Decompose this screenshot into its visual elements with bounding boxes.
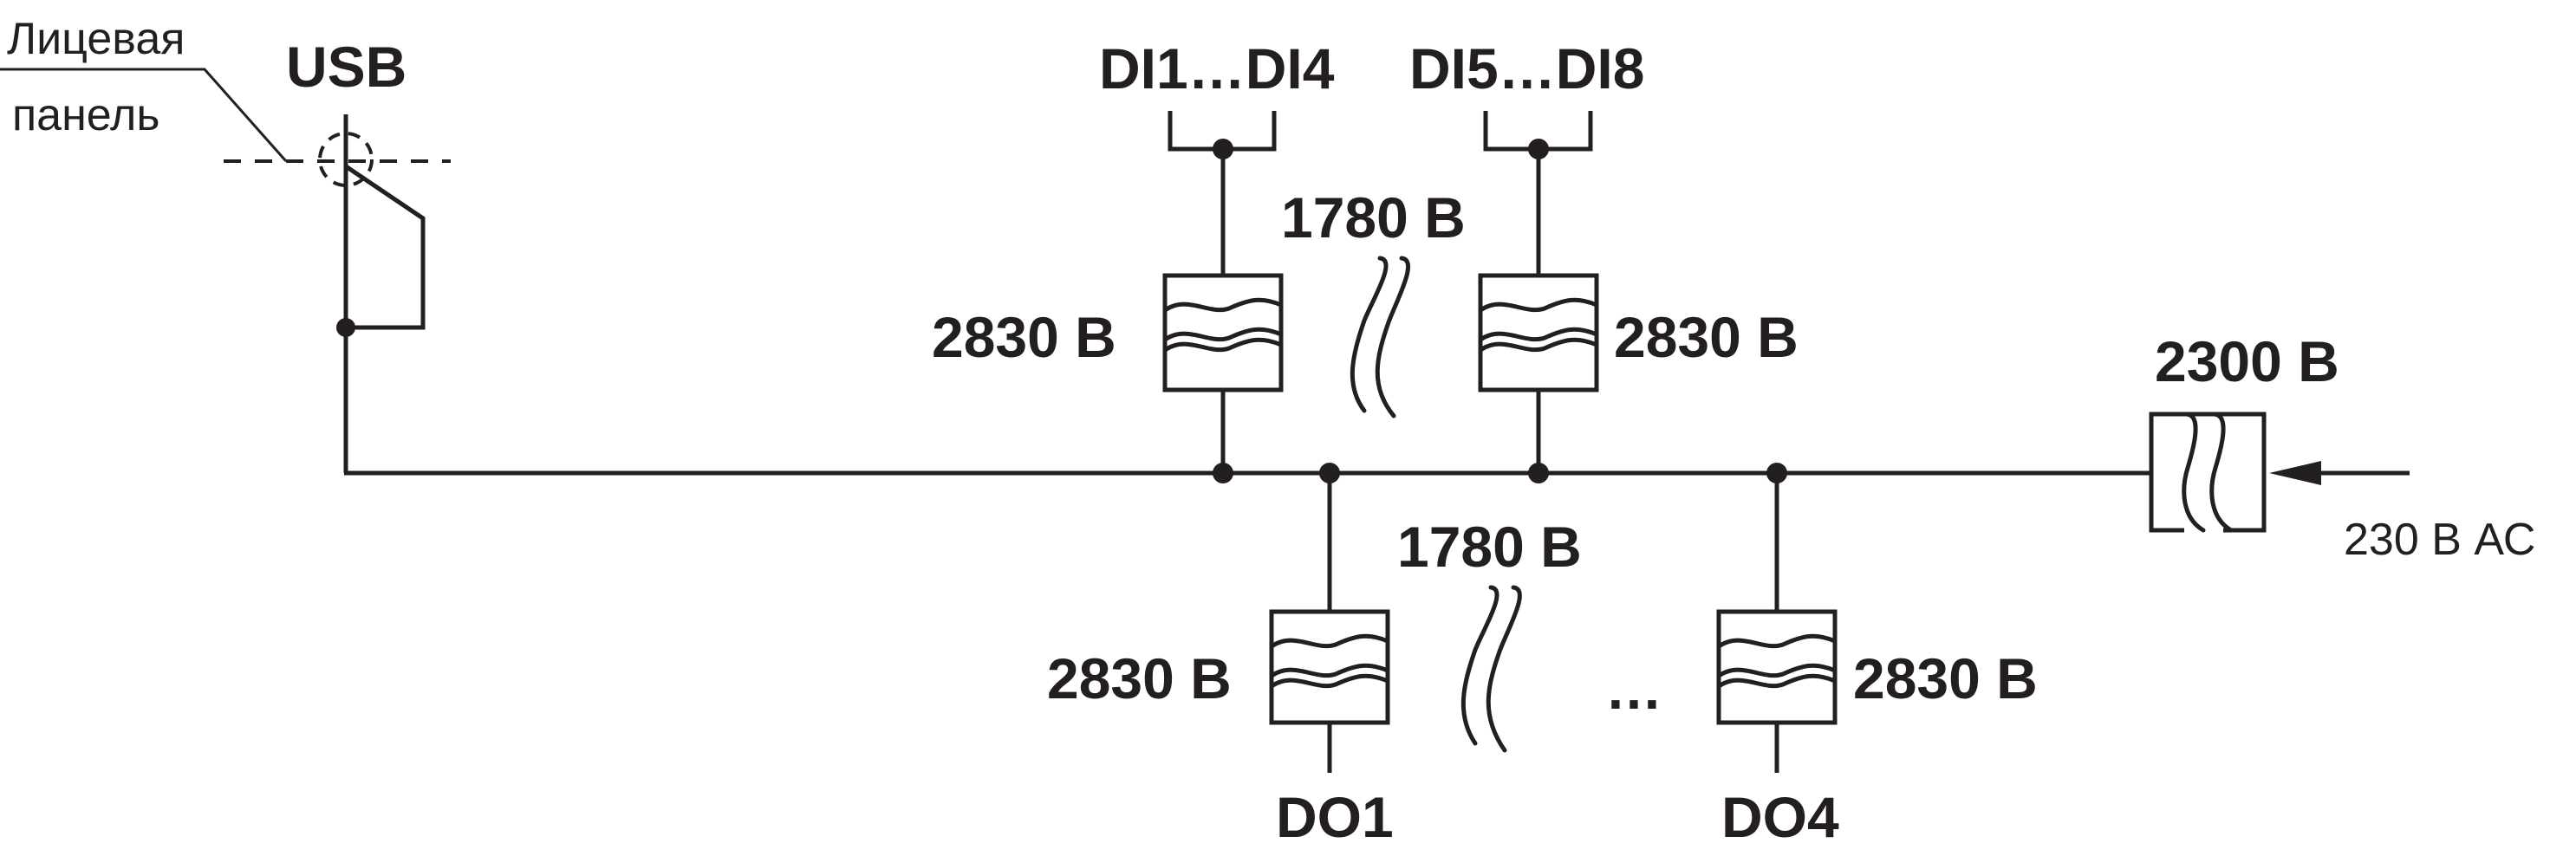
do-1-isolation-label: 2830 В	[1047, 646, 1232, 710]
usb-connector-circle	[318, 132, 374, 187]
di-inter-isolation-wave-right	[1375, 256, 1411, 418]
di-group-2-isolation-label: 2830 В	[1614, 305, 1799, 369]
do-4-isolator-wave-top	[1717, 633, 1836, 649]
usb-port: USB	[286, 35, 426, 473]
di-group-1-label: DI1…DI4	[1099, 36, 1335, 101]
di-group-1-isolator-wave-top	[1163, 297, 1282, 313]
power-input-label: 230 В АС	[2344, 515, 2535, 565]
do-1-isolator-wave-mid	[1270, 663, 1389, 678]
di-group-2-isolator-wave-top	[1479, 297, 1597, 313]
di-inter-isolation: 1780 В	[1281, 185, 1466, 418]
power-isolator-right-bracket	[2223, 412, 2267, 533]
power-isolator-wave-right	[2209, 412, 2234, 533]
front-panel-callout: Лицевая панель	[0, 14, 451, 163]
power-isolation: 2300 В 230 В АС	[2149, 329, 2535, 565]
power-isolator-wave-left	[2182, 412, 2206, 533]
di-group-2-isolator-wave-bottom	[1479, 337, 1597, 353]
do-4-isolation-label: 2830 В	[1853, 646, 2038, 710]
do-inter-isolation: 1780 В	[1397, 515, 1582, 753]
usb-shield-path	[344, 164, 426, 330]
di-group-1-isolator-wave-bottom	[1163, 337, 1282, 353]
do-ellipsis: …	[1605, 657, 1662, 721]
front-panel-leader-line	[0, 68, 288, 162]
do-inter-isolation-wave-right	[1486, 585, 1522, 753]
do-1-label: DO1	[1276, 785, 1394, 849]
front-panel-label-line1: Лицевая	[7, 14, 185, 64]
di-inter-isolation-wave-left	[1350, 256, 1389, 413]
do-inter-isolation-wave-left	[1460, 585, 1499, 746]
do-4-isolator-wave-mid	[1717, 663, 1836, 678]
front-panel-label-line2: панель	[12, 90, 159, 140]
di-group-2-label: DI5…DI8	[1409, 36, 1644, 101]
di-group-1-isolator-wave-mid	[1163, 327, 1282, 342]
do-4-isolator-wave-bottom	[1717, 673, 1836, 689]
do-4: 2830 В DO4	[1716, 473, 2038, 849]
power-isolation-label: 2300 В	[2155, 329, 2339, 393]
di-group-2: DI5…DI8 2830 В	[1409, 36, 1799, 473]
di-group-1: DI1…DI4 2830 В	[932, 36, 1335, 473]
di-group-2-isolator-wave-mid	[1479, 327, 1597, 342]
do-1: 2830 В DO1	[1047, 473, 1394, 849]
usb-label: USB	[286, 35, 407, 99]
do-1-isolator-wave-top	[1270, 633, 1389, 649]
di-group-1-isolation-label: 2830 В	[932, 305, 1116, 369]
do-1-isolator-wave-bottom	[1270, 673, 1389, 689]
di-inter-isolation-label: 1780 В	[1281, 185, 1466, 250]
power-input-arrow-head	[2269, 461, 2321, 485]
do-4-label: DO4	[1721, 785, 1839, 849]
usb-junction-dot	[336, 318, 355, 337]
do-inter-isolation-label: 1780 В	[1397, 515, 1582, 579]
